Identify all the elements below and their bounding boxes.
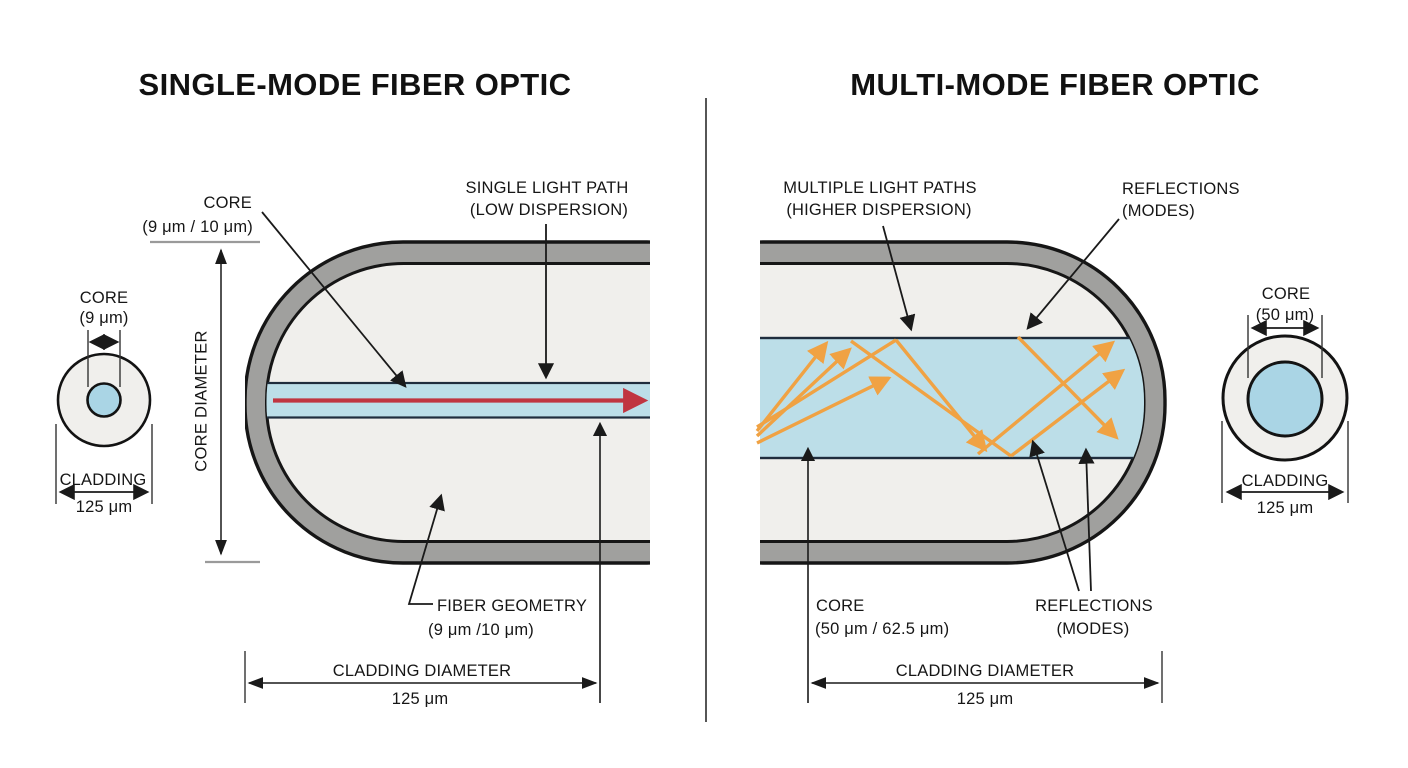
core-diameter-label: CORE DIAMETER [192, 330, 211, 472]
core-callout-label: CORE [203, 194, 252, 212]
light-path-label-line1: SINGLE LIGHT PATH [465, 179, 629, 197]
single-mode-cross-section [55, 330, 153, 504]
cladding-diameter-label-right: CLADDING DIAMETER [895, 662, 1075, 680]
light-ray [976, 340, 1116, 456]
reflections-bottom-label-line1: REFLECTIONS [1035, 597, 1153, 615]
light-path-label-line2: (LOW DISPERSION) [469, 201, 629, 219]
single-mode-title: SINGLE-MODE FIBER OPTIC [138, 67, 572, 102]
cladding-diameter-value-right: 125 μm [956, 690, 1014, 708]
cladding-diameter-label-left: CLADDING DIAMETER [332, 662, 512, 680]
core-callout-line [261, 211, 407, 388]
light-ray [755, 347, 852, 438]
light-paths-label-line2: (HIGHER DISPERSION) [786, 201, 972, 219]
cross-section-core-value: (9 μm) [79, 309, 129, 327]
light-ray [1016, 335, 1119, 440]
cross-section-core-label-right: CORE [1261, 285, 1311, 303]
cross-section-cladding-label: CLADDING [59, 471, 147, 489]
core-callout-label-right: CORE [816, 597, 865, 615]
cross-section-core-label: CORE [79, 289, 129, 307]
light-ray [850, 339, 1012, 458]
reflections-bottom-label-line2: (MODES) [1056, 620, 1130, 638]
cross-section-cladding-value-right: 125 μm [1256, 499, 1314, 517]
fiber-geometry-value: (9 μm /10 μm) [428, 621, 534, 639]
reflections-top-callout-line [1026, 218, 1120, 330]
cross-section-cladding-label-right: CLADDING [1241, 472, 1329, 490]
light-ray [755, 340, 829, 433]
light-paths-callout-line [882, 225, 916, 332]
single-mode-core-circle [86, 382, 122, 418]
reflections-top-label-line1: REFLECTIONS [1122, 180, 1240, 198]
core-callout-value-right: (50 μm / 62.5 μm) [815, 620, 950, 638]
reflections-bottom-callout-line [1029, 439, 1080, 592]
light-paths-label-line1: MULTIPLE LIGHT PATHS [783, 179, 977, 197]
fiber-geometry-callout-line [407, 493, 445, 605]
cladding-diameter-value-left: 125 μm [391, 690, 449, 708]
light-ray [894, 338, 988, 453]
multi-mode-fiber-body [760, 240, 1167, 565]
light-ray [756, 338, 897, 429]
fiber-geometry-label: FIBER GEOMETRY [436, 597, 588, 615]
reflections-bottom-callout-line [1078, 447, 1095, 592]
multi-mode-title: MULTI-MODE FIBER OPTIC [850, 67, 1260, 102]
light-ray [756, 376, 892, 445]
multi-mode-core-circle [1246, 360, 1324, 438]
reflections-top-label-line2: (MODES) [1122, 202, 1195, 220]
core-callout-value: (9 μm / 10 μm) [142, 218, 253, 236]
multi-mode-cross-section [1221, 315, 1349, 503]
cross-section-cladding-value: 125 μm [75, 498, 133, 516]
cross-section-core-value-right: (50 μm) [1255, 306, 1315, 324]
